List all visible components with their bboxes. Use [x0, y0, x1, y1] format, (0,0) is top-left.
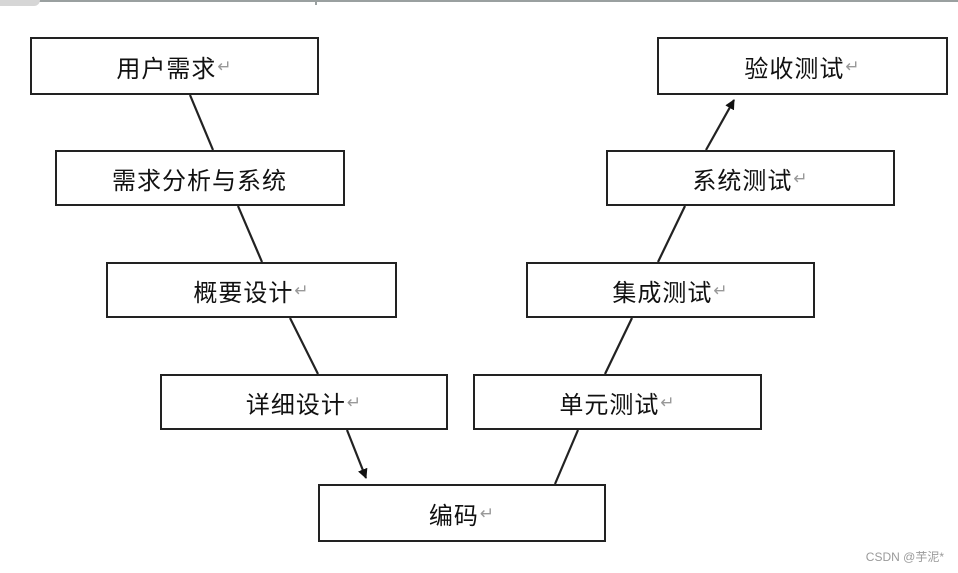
box-integration-test: 集成测试↵: [526, 262, 815, 318]
return-mark-icon: ↵: [479, 504, 496, 524]
box-integration-test-label: 集成测试: [612, 278, 713, 307]
box-outline-design: 概要设计↵: [106, 262, 397, 318]
box-coding: 编码↵: [318, 484, 606, 542]
connector-integration-to-system: [657, 205, 686, 263]
box-detailed-design-label: 详细设计: [245, 390, 346, 419]
top-border: [0, 0, 958, 2]
box-unit-test: 单元测试↵: [473, 374, 762, 430]
return-mark-icon: ↵: [845, 57, 861, 77]
box-requirements-analysis-label: 需求分析与系统: [112, 166, 287, 195]
top-tick: [315, 0, 317, 5]
connector-unit-to-integration: [604, 317, 633, 375]
box-acceptance-test: 验收测试↵: [657, 37, 948, 95]
box-acceptance-test-label: 验收测试: [744, 54, 845, 83]
top-left-mark: [0, 0, 40, 6]
return-mark-icon: ↵: [217, 57, 233, 77]
box-coding-label: 编码: [428, 501, 479, 530]
box-system-test: 系统测试↵: [606, 150, 895, 206]
box-user-requirements: 用户需求↵: [30, 37, 319, 95]
box-system-test-label: 系统测试: [692, 166, 793, 195]
connector-analysis-to-outline: [236, 205, 264, 263]
box-user-requirements-label: 用户需求: [116, 54, 217, 83]
connector-system-to-acceptance: [705, 99, 735, 151]
return-mark-icon: ↵: [793, 169, 809, 189]
return-mark-icon: ↵: [346, 393, 363, 413]
box-unit-test-label: 单元测试: [559, 390, 660, 419]
return-mark-icon: ↵: [713, 281, 729, 301]
watermark: CSDN @芋泥*: [865, 550, 944, 564]
connector-user-to-analysis: [188, 94, 215, 151]
box-detailed-design: 详细设计↵: [160, 374, 448, 430]
return-mark-icon: ↵: [294, 281, 310, 301]
connector-coding-to-unit: [553, 429, 580, 485]
connector-detailed-to-coding: [345, 429, 368, 479]
box-outline-design-label: 概要设计: [193, 278, 294, 307]
connector-outline-to-detailed: [289, 317, 319, 375]
return-mark-icon: ↵: [660, 393, 676, 413]
box-requirements-analysis: 需求分析与系统: [55, 150, 345, 206]
